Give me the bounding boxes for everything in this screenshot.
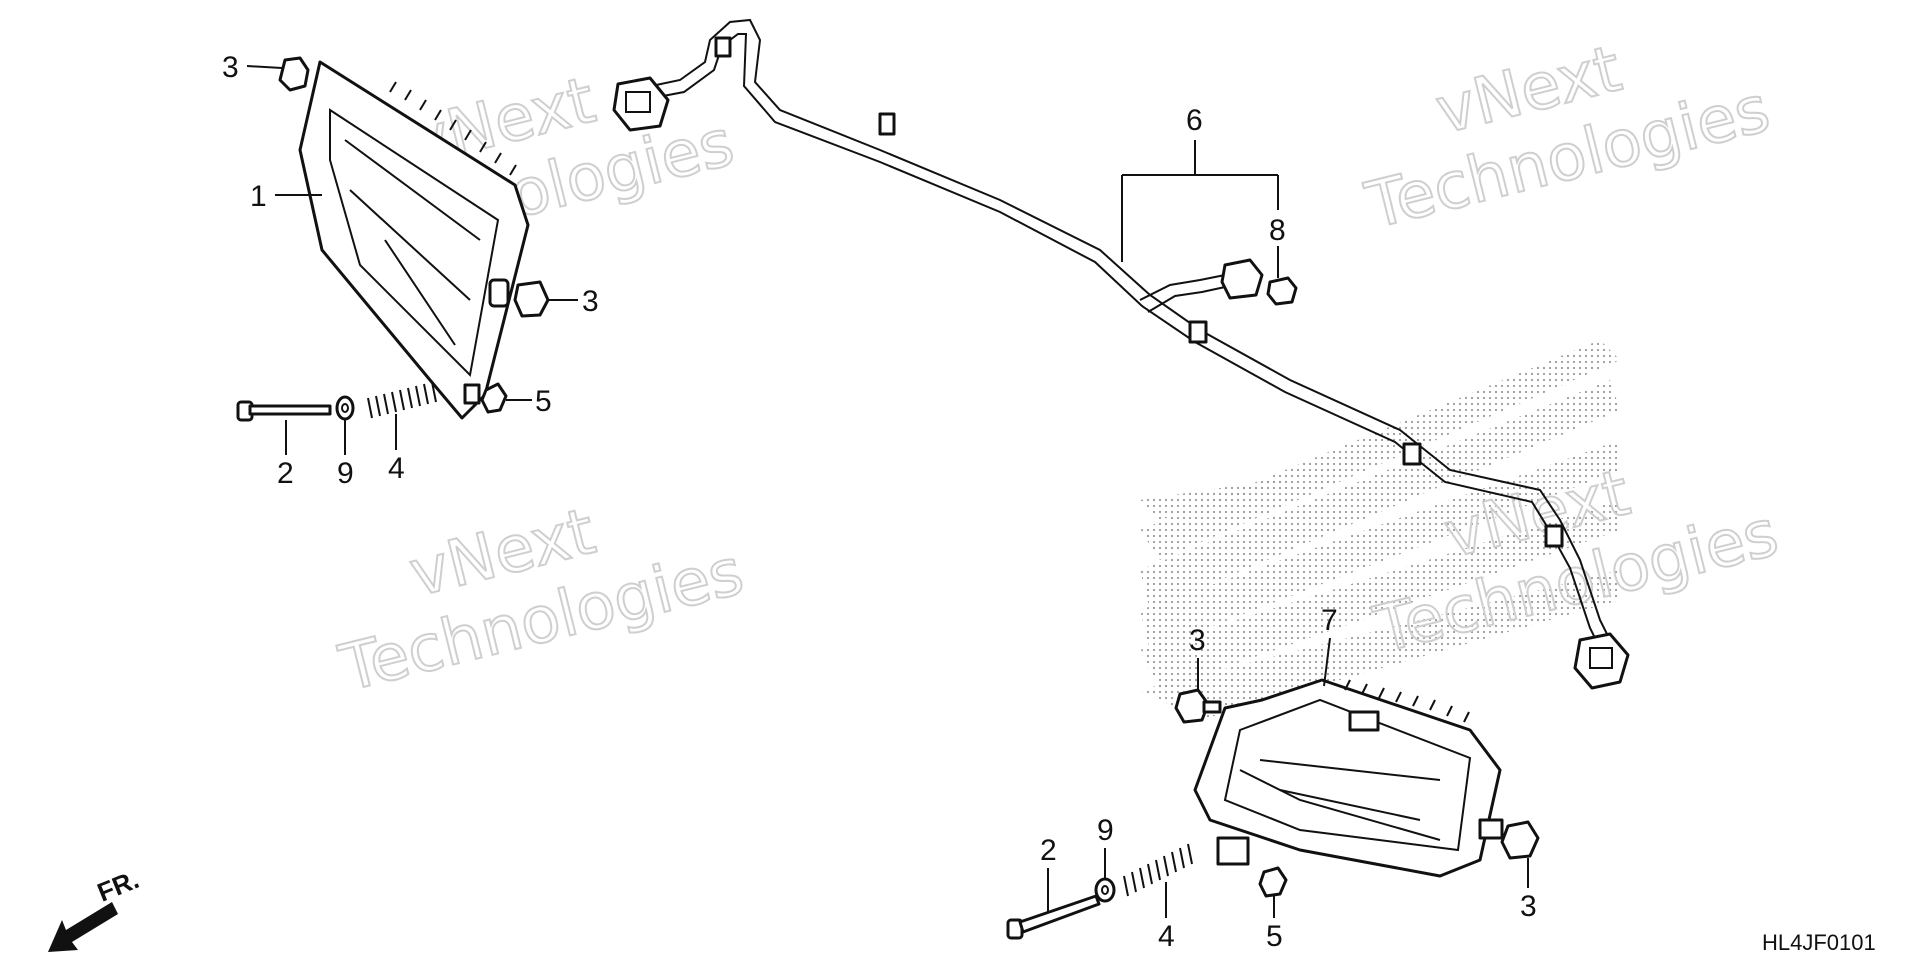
bolt-lower [1006, 894, 1101, 940]
callout-label: 6 [1186, 104, 1203, 137]
callout-label: 3 [222, 51, 239, 84]
watermark: vNext Technologies [332, 494, 752, 708]
callout-label: 9 [1097, 814, 1114, 847]
callout-label: 5 [535, 385, 552, 418]
callout-group-upper: 3 1 3 5 2 9 4 [222, 51, 599, 490]
headlight-upper [298, 60, 530, 420]
callout-label: 3 [582, 285, 599, 318]
nut-lower [1258, 866, 1288, 898]
callout-label: 2 [277, 457, 294, 490]
bolt-upper [236, 400, 332, 422]
grommet-upper-top [278, 56, 310, 92]
grommet-upper-right [513, 280, 550, 318]
connector-harness-right [1573, 632, 1630, 690]
connector-clip-8 [1266, 276, 1298, 306]
front-direction-marker: FR. [48, 864, 143, 952]
callout-label: 8 [1269, 214, 1286, 247]
spring-lower [1123, 843, 1193, 897]
washer-upper [335, 395, 355, 421]
nut-upper [480, 382, 508, 414]
wire-harness [641, 18, 1621, 669]
callout-label: 7 [1321, 604, 1338, 637]
drawing-code: HL4JF0101 [1762, 930, 1876, 955]
callout-label: 1 [250, 180, 267, 213]
callout-label: 3 [1520, 890, 1537, 923]
callout-group-harness: 6 8 [1121, 104, 1286, 278]
washer-lower [1094, 877, 1116, 903]
callout-label: 4 [1158, 920, 1175, 953]
front-arrow-icon [48, 902, 118, 952]
callout-label: 9 [337, 457, 354, 490]
headlight-lower [1193, 678, 1504, 878]
wing-logo-background [1140, 340, 1620, 720]
callout-group-lower: 3 7 9 2 4 5 3 [1040, 604, 1537, 953]
callout-label: 3 [1189, 624, 1206, 657]
callout-label: 5 [1266, 920, 1283, 953]
spring-upper [367, 381, 437, 419]
callout-label: 4 [388, 452, 405, 485]
front-label: FR. [93, 864, 143, 908]
callout-label: 2 [1040, 834, 1057, 867]
connector-harness-branch [1220, 258, 1264, 300]
watermark: vNext Technologies [1358, 31, 1778, 245]
grommet-lower-right [1500, 820, 1540, 860]
connector-harness-left [612, 76, 670, 132]
